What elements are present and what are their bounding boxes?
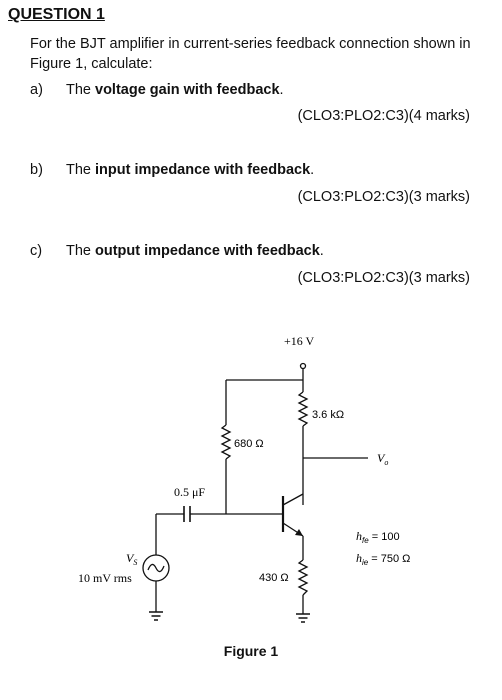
bjt-collector [282, 493, 304, 506]
part-c-topic: output impedance with feedback [95, 243, 320, 259]
question-heading: QUESTION 1 [8, 6, 105, 23]
figure-caption: Figure 1 [223, 643, 279, 659]
ground-source-icon [149, 611, 163, 621]
part-a-topic: voltage gain with feedback [95, 82, 280, 98]
re-resistor [297, 559, 309, 596]
rb-label: 680 Ω [234, 438, 264, 450]
part-c-letter: c) [30, 243, 43, 259]
supply-label: +16 V [284, 334, 315, 348]
part-b-letter: b) [30, 162, 43, 178]
question-intro: For the BJT amplifier in current-series … [30, 36, 471, 72]
part-a-marks: (CLO3:PLO2:C3)(4 marks) [297, 108, 470, 124]
vs-value: 10 mV rms [78, 571, 132, 585]
cap-label: 0.5 μF [174, 485, 205, 499]
part-b: b)The input impedance with feedback. [30, 162, 315, 178]
vo-label: Vo [377, 451, 388, 467]
hie-label: hie = 750 Ω [356, 551, 410, 567]
vs-label: VS [126, 551, 137, 567]
part-c: c)The output impedance with feedback. [30, 243, 324, 259]
rc-resistor [297, 391, 309, 427]
supply-terminal [299, 362, 307, 370]
part-b-marks: (CLO3:PLO2:C3)(3 marks) [297, 189, 470, 205]
part-a-letter: a) [30, 82, 43, 98]
rb-resistor [220, 424, 232, 460]
ground-emitter-icon [296, 613, 310, 623]
re-label: 430 Ω [259, 572, 289, 584]
rc-label: 3.6 kΩ [312, 409, 344, 421]
part-b-topic: input impedance with feedback [95, 162, 311, 178]
emitter-arrow [295, 529, 303, 536]
part-c-marks: (CLO3:PLO2:C3)(3 marks) [297, 270, 470, 286]
sine-wave-icon [147, 563, 165, 573]
part-a: a)The voltage gain with feedback. [30, 82, 284, 98]
hfe-label: hfe = 100 [356, 529, 400, 545]
